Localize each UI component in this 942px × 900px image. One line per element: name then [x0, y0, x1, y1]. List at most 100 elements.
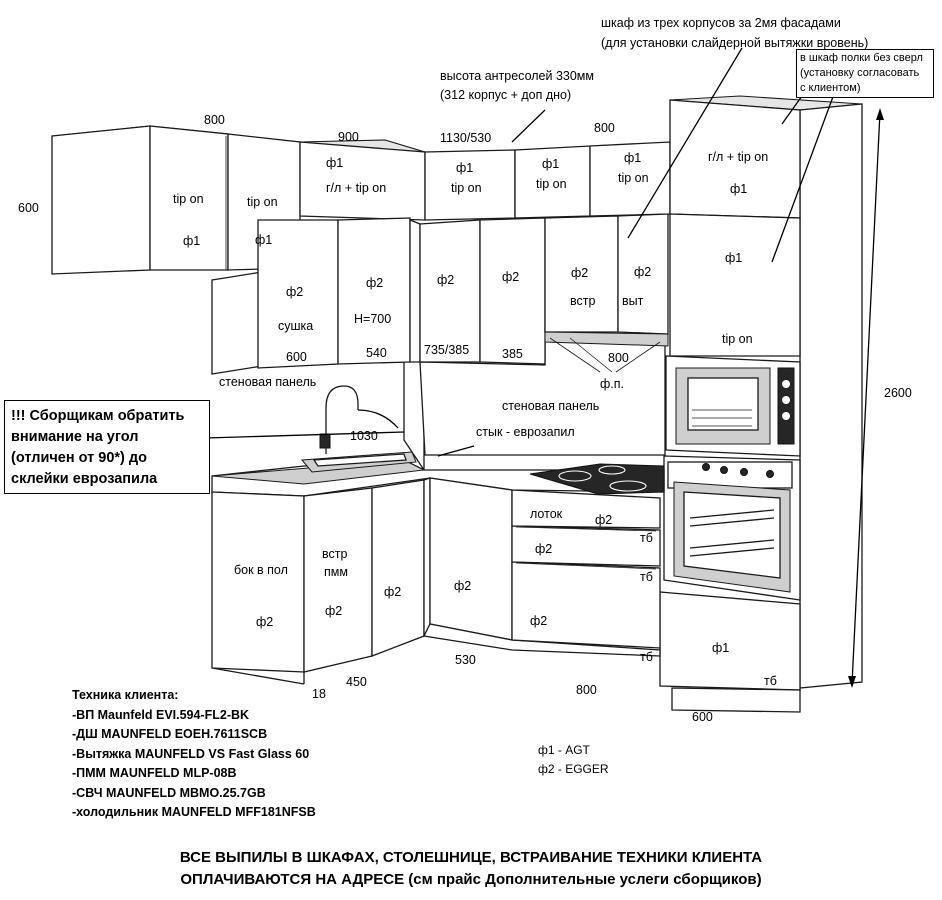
base-side-label: бок в пол	[234, 563, 288, 577]
sink	[300, 385, 417, 473]
tall-column-side	[799, 103, 863, 689]
warning-line4: склейки еврозапила	[11, 471, 158, 487]
drawer-3-fitting: тб	[640, 650, 653, 664]
corner-wall-door-2	[479, 217, 546, 365]
dim-corner-upper-right: 385	[502, 347, 523, 361]
upper-left-side	[51, 125, 151, 275]
dim-mezz-right-width: 800	[594, 121, 615, 135]
fridge-cabinet-note: в шкаф полки без сверл (установку соглас…	[796, 49, 934, 98]
mezzanine-height-note-line1: высота антресолей 330мм	[440, 69, 594, 83]
dim-sink-run: 1030	[350, 429, 378, 443]
dishwasher-label-2: пмм	[324, 565, 348, 579]
countertop	[211, 385, 665, 497]
dim-side-panel: 18	[312, 687, 326, 701]
tall-mid-finish: ф1	[725, 251, 742, 265]
drawer-1-tray: лоток	[530, 507, 563, 521]
dim-overall-height: 2600	[884, 386, 912, 400]
mezz-4-fitting: tip on	[618, 171, 649, 185]
dim-dryer-width: 600	[286, 350, 307, 364]
mezzanine-height-note-line2: (312 корпус + доп дно)	[440, 88, 571, 102]
hood-right-function: выт	[622, 294, 644, 308]
wall-c2-finish: ф2	[502, 270, 519, 284]
fridge-note-line1: в шкаф полки без сверл	[800, 52, 923, 64]
dryer-b-height: H=700	[354, 312, 391, 326]
dim-corner-width: 1130/530	[440, 131, 491, 145]
payment-notice-line2: ОПЛАЧИВАЮТСЯ НА АДРЕСЕ (см прайс Дополни…	[180, 871, 762, 888]
wall-c1-finish: ф2	[437, 273, 454, 287]
drawer-2-finish: ф2	[535, 542, 552, 556]
dim-hood-width: 800	[608, 351, 629, 365]
mezzanines	[299, 139, 671, 221]
fridge-note-line2: (установку согласовать	[800, 67, 920, 79]
wall-cabinets	[257, 213, 669, 373]
mezz-4-finish: ф1	[624, 151, 641, 165]
base-door-finish: ф2	[384, 585, 401, 599]
equipment-item: -СВЧ MAUNFELD MBMO.25.7GB	[72, 785, 266, 800]
fridge-note-line3: с клиентом)	[800, 82, 861, 94]
dimension-labels: 800 600 900 1130/530 800 600 540 735/385…	[18, 113, 912, 724]
dishwasher-label-1: встр	[322, 547, 347, 561]
hood-left-finish: ф2	[571, 266, 588, 280]
mezz-1-finish: ф1	[326, 156, 343, 170]
wall-panel-left-label: стеновая панель	[219, 375, 316, 389]
dim-upper-left-width: 800	[204, 113, 225, 127]
upper-left-b-fitting: tip on	[247, 195, 278, 209]
mezz-3-fitting: tip on	[536, 177, 567, 191]
equipment-item: -холодильник MAUNFELD MFF181NFSB	[72, 805, 316, 819]
cabinet-three-bodies-note-line2: (для установки слайдерной вытяжки вровен…	[601, 36, 868, 50]
legend-f2: ф2 - EGGER	[538, 762, 609, 776]
warning-line3: (отличен от 90*) до	[11, 450, 147, 466]
drawer-1-fitting: тб	[640, 531, 653, 545]
tall-bottom-fitting: тб	[764, 674, 777, 688]
cabinet-three-bodies-note-line1: шкаф из трех корпусов за 2мя фасадами	[601, 16, 841, 30]
dryer-door-b	[337, 217, 411, 365]
corner-wall-door-1	[419, 219, 481, 363]
warning-line2: внимание на угол	[11, 429, 139, 445]
payment-notice-line1: ВСЕ ВЫПИЛЫ В ШКАФАХ, СТОЛЕШНИЦЕ, ВСТРАИВ…	[179, 849, 763, 866]
upper-left-cabinets	[51, 125, 301, 275]
corner-base-door	[429, 477, 513, 641]
hob	[529, 463, 665, 495]
euro-joint-label: стык - еврозапил	[476, 425, 575, 439]
equipment-item: -ДШ MAUNFELD EOEH.7611SCB	[72, 727, 268, 741]
upper-left-b-finish: ф1	[255, 233, 272, 247]
dryer-a-function: сушка	[278, 319, 313, 333]
warning-line1: !!! Сборщикам обратить	[11, 408, 185, 424]
dim-base-right: 600	[692, 710, 713, 724]
dim-corner-upper-width: 735/385	[424, 343, 469, 357]
false-panel-label: ф.п.	[600, 377, 624, 391]
equipment-item: -ПММ MAUNFELD MLP-08B	[72, 766, 237, 780]
dim-base-corner: 530	[455, 653, 476, 667]
dishwasher-door	[303, 487, 373, 673]
title-notes: шкаф из трех корпусов за 2мя фасадами (д…	[440, 16, 868, 102]
drawer-1	[511, 489, 661, 529]
tall-bottom-finish: ф1	[712, 641, 729, 655]
legend: ф1 - AGT ф2 - EGGER	[538, 743, 609, 776]
equipment-title: Техника клиента:	[72, 688, 179, 702]
assembler-warning-box: !!! Сборщикам обратить внимание на угол …	[4, 400, 210, 494]
tall-door-bottom	[659, 591, 801, 691]
equipment-item: -ВП Maunfeld EVI.594-FL2-BK	[72, 707, 250, 722]
upper-left-a-finish: ф1	[183, 234, 200, 248]
drawer-3-finish: ф2	[530, 614, 547, 628]
corner-base-finish: ф2	[454, 579, 471, 593]
callout-labels: стеновая панель стеновая панель стык - е…	[219, 375, 624, 439]
dim-mezz-left-width: 900	[338, 130, 359, 144]
mezz-3-finish: ф1	[542, 157, 559, 171]
tall-top-fitting: г/л + tip on	[708, 150, 768, 164]
legend-f1: ф1 - AGT	[538, 743, 591, 757]
hood-right-finish: ф2	[634, 265, 651, 279]
tall-column	[659, 95, 863, 713]
drawer-2-fitting: тб	[640, 570, 653, 584]
base-cabinets	[211, 477, 661, 685]
upper-left-a-fitting: tip on	[173, 192, 204, 206]
oven	[663, 455, 801, 601]
dim-base-left-depth: 450	[346, 675, 367, 689]
dryer-a-finish: ф2	[286, 285, 303, 299]
drawer-1-finish: ф2	[595, 513, 612, 527]
base-door	[371, 479, 425, 657]
base-side-finish: ф2	[256, 615, 273, 629]
hood-left-function: встр	[570, 294, 595, 308]
mezz-1-fitting: г/л + tip on	[326, 181, 386, 195]
